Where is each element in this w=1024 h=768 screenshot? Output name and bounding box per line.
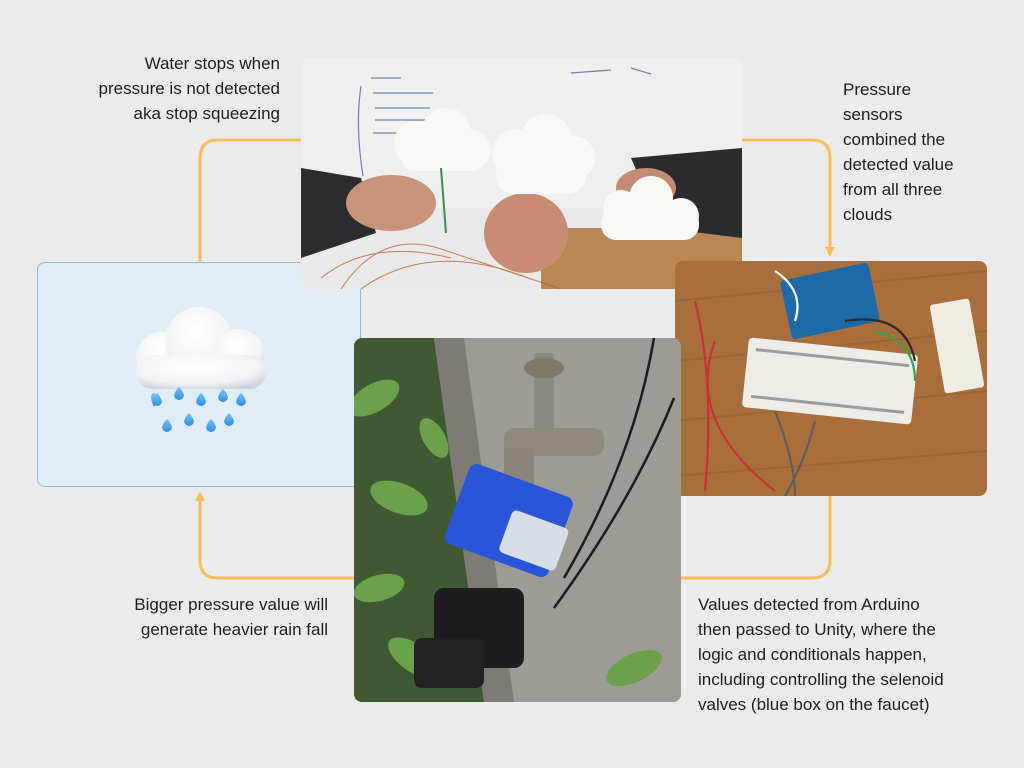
caption-arduino-unity: Values detected from Arduino then passed…	[698, 595, 944, 714]
caption-pressure-sensors: Pressure sensors combined the detected v…	[843, 80, 954, 224]
photo-squeezing-clouds	[301, 58, 742, 289]
caption-bigger-pressure: Bigger pressure value will generate heav…	[134, 595, 328, 639]
cloud-with-rain-icon	[136, 307, 266, 432]
rain-panel	[37, 262, 361, 487]
caption-water-stops: Water stops when pressure is not detecte…	[98, 54, 280, 123]
photo-arduino-breadboard	[675, 261, 987, 496]
photo-faucet-valve	[354, 338, 681, 702]
